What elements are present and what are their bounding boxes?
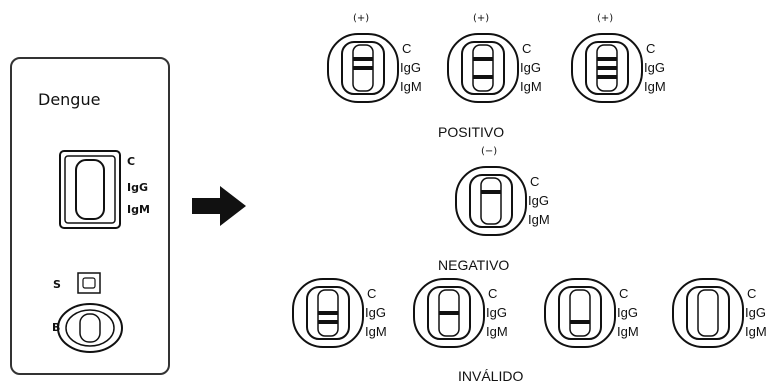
result-sign: (+)	[473, 13, 490, 24]
label-igm: IgM	[400, 79, 422, 94]
result-cassette	[447, 33, 519, 103]
label-igm: IgM	[644, 79, 666, 94]
result-sign: (+)	[597, 13, 614, 24]
test-cassette-device	[10, 57, 170, 375]
result-cassette	[544, 278, 616, 348]
label-igg: IgG	[644, 60, 665, 75]
label-igm: IgM	[745, 324, 767, 339]
label-c: C	[646, 41, 656, 56]
label-igm: IgM	[486, 324, 508, 339]
label-igm: IgM	[365, 324, 387, 339]
buffer-port	[57, 303, 123, 353]
label-c: C	[402, 41, 412, 56]
invalid-caption: INVÁLIDO	[458, 368, 524, 384]
band-igm	[597, 75, 617, 79]
result-cassette	[292, 278, 364, 348]
band-c	[481, 190, 501, 194]
result-cassette	[455, 166, 527, 236]
band-igm	[318, 320, 338, 324]
label-c: C	[367, 286, 377, 301]
label-igg: IgG	[528, 193, 549, 208]
device-label-igm: IgM	[127, 203, 150, 216]
result-cassettes	[292, 33, 744, 348]
device-label-c: C	[127, 155, 136, 168]
label-igm: IgM	[528, 212, 550, 227]
label-igg: IgG	[745, 305, 766, 320]
device-title: Dengue	[38, 90, 101, 109]
label-c: C	[747, 286, 757, 301]
label-c: C	[530, 174, 540, 189]
label-igg: IgG	[486, 305, 507, 320]
band-c	[353, 57, 373, 61]
label-igg: IgG	[617, 305, 638, 320]
right-arrow-icon	[192, 186, 246, 226]
result-cassette	[672, 278, 744, 348]
result-sign: (+)	[353, 13, 370, 24]
device-result-window	[59, 150, 121, 229]
result-cassette	[571, 33, 643, 103]
band-igm	[570, 320, 590, 324]
device-label-igg: IgG	[127, 181, 148, 194]
band-igg	[353, 66, 373, 70]
band-igm	[473, 75, 493, 79]
label-igg: IgG	[520, 60, 541, 75]
band-c	[597, 57, 617, 61]
negative-caption: NEGATIVO	[438, 257, 510, 273]
band-c	[473, 57, 493, 61]
label-igm: IgM	[617, 324, 639, 339]
band-igg	[439, 311, 459, 315]
sample-port-label: S	[53, 278, 61, 291]
buffer-port-label: B	[52, 321, 61, 334]
result-sign: (−)	[481, 146, 498, 157]
sample-port	[77, 272, 101, 294]
label-c: C	[488, 286, 498, 301]
label-igg: IgG	[400, 60, 421, 75]
band-igg	[597, 66, 617, 70]
positive-caption: POSITIVO	[438, 124, 505, 140]
label-c: C	[619, 286, 629, 301]
band-igg	[318, 311, 338, 315]
label-igg: IgG	[365, 305, 386, 320]
label-c: C	[522, 41, 532, 56]
result-cassette	[413, 278, 485, 348]
label-igm: IgM	[520, 79, 542, 94]
result-cassette	[327, 33, 399, 103]
